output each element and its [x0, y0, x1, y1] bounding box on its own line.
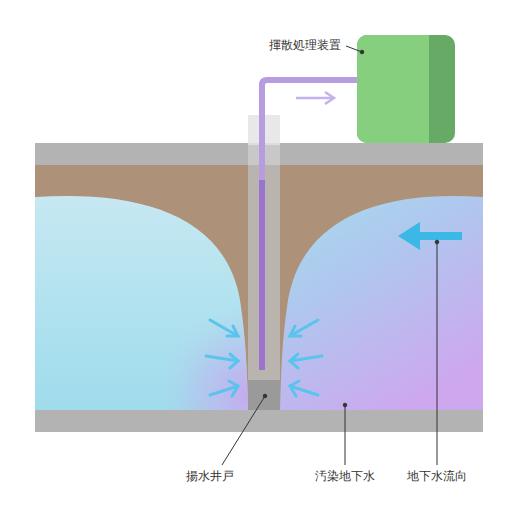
- treatment-device: [415, 35, 429, 143]
- pump-pipe: [259, 180, 265, 370]
- label: 汚染地下水: [313, 469, 377, 483]
- treatment-device: [357, 35, 455, 143]
- inflow-arrows: [206, 320, 322, 396]
- well-casing: [248, 165, 280, 380]
- soil-layer: [35, 165, 483, 410]
- leader-lines: [222, 46, 439, 465]
- bedrock-layer: [35, 410, 483, 432]
- treatment-device: [357, 35, 429, 143]
- pump-pipe: [262, 80, 358, 370]
- label: 揮散処理装置: [267, 38, 343, 52]
- flow-arrow: [296, 92, 334, 104]
- groundwater-flow-arrow: [398, 222, 462, 250]
- label: 揚水井戸: [184, 469, 236, 483]
- aquifer-left: [35, 196, 248, 410]
- aquifer-right: [280, 196, 483, 410]
- label: 地下水流向: [405, 469, 469, 483]
- contamination-glow: [35, 196, 248, 410]
- well-screen: [248, 380, 280, 410]
